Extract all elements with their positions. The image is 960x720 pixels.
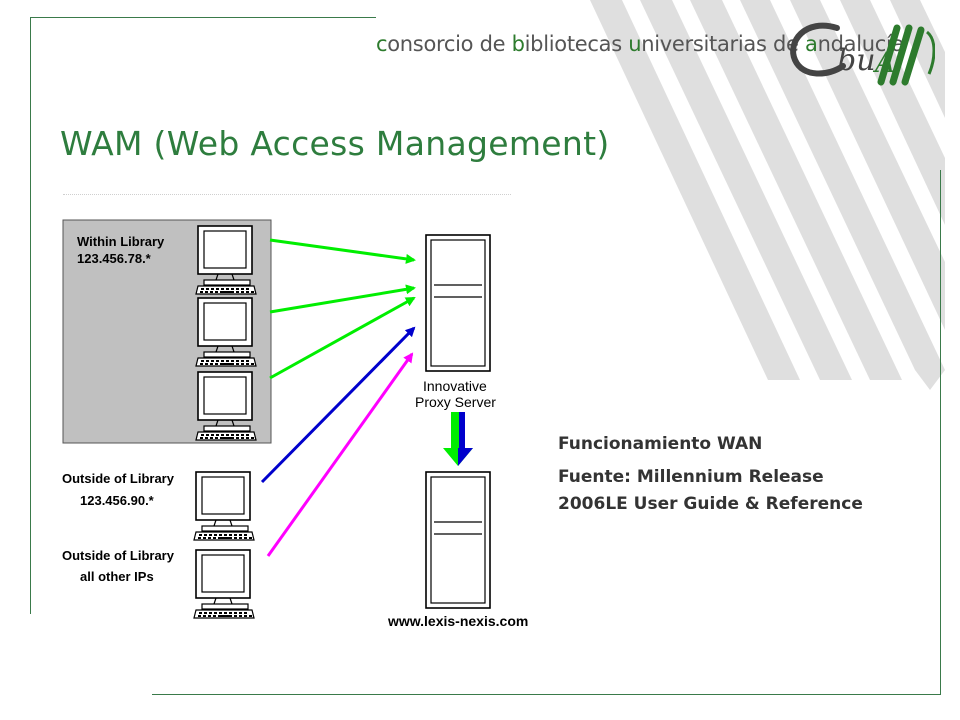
consortium-initial: b [511, 32, 525, 56]
outside-computer-1 [193, 471, 255, 541]
caption-source-line1: Fuente: Millennium Release [558, 467, 824, 487]
frame-bottom-line [152, 694, 941, 695]
consortium-initial: a [805, 32, 818, 56]
cbua-logo: bu A [790, 22, 935, 86]
arrow-within-2 [269, 284, 416, 314]
arrow-outside-2 [266, 352, 414, 557]
frame-right-line [940, 170, 941, 694]
arrow-outside-1 [260, 326, 416, 484]
library-computer-1 [195, 225, 257, 295]
consortium-text: onsorcio de [387, 32, 512, 56]
destination-server-icon [425, 471, 491, 609]
consortium-initial: c [376, 32, 388, 56]
outside-library-2-label: Outside of Library [62, 548, 174, 563]
consortium-text: ibliotecas [524, 32, 629, 56]
slide-title: WAM (Web Access Management) [60, 124, 610, 163]
outside-library-1-label: Outside of Library [62, 471, 174, 486]
frame-top-line [30, 17, 376, 18]
outside-computer-2 [193, 549, 255, 619]
proxy-server-icon [425, 234, 491, 372]
within-library-label: Within Library [77, 234, 165, 249]
arrow-within-1 [269, 238, 416, 264]
caption-source-line2: 2006LE User Guide & Reference [558, 494, 863, 514]
title-divider [63, 194, 511, 195]
library-computer-3 [195, 371, 257, 441]
logo-letters: bu [837, 43, 876, 78]
consortium-initial: u [628, 32, 642, 56]
proxy-server-label-1: Innovative [423, 378, 487, 394]
proxy-to-destination-arrow [443, 412, 473, 466]
caption-title: Funcionamiento WAN [558, 434, 763, 454]
consortium-text: niversitarias de [641, 32, 806, 56]
destination-label: www.lexis-nexis.com [388, 613, 529, 629]
outside-library-1-ip: 123.456.90.* [80, 493, 154, 508]
library-computer-2 [195, 297, 257, 367]
proxy-server-label-2: Proxy Server [415, 394, 496, 410]
within-library-ip: 123.456.78.* [77, 251, 151, 266]
frame-left-line [30, 17, 31, 614]
consortium-name: consorcio de bibliotecas universitarias … [376, 32, 904, 56]
arrow-within-3 [269, 296, 416, 380]
logo-letter-a: A [872, 46, 895, 79]
outside-library-2-ip: all other IPs [80, 569, 154, 584]
